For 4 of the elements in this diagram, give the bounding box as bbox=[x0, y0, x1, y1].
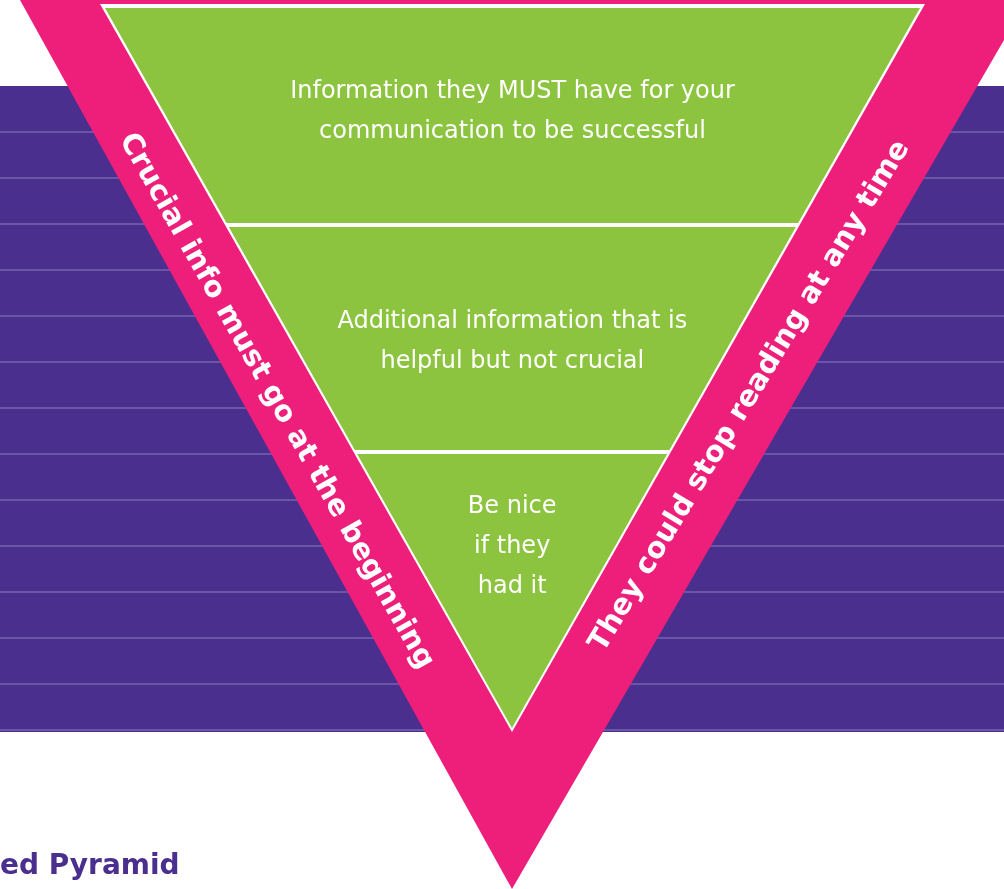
section-text: Information they MUST have for your communication to be successful bbox=[289, 75, 736, 146]
title: ed Pyramid bbox=[0, 848, 180, 881]
section-text: Additional information that is helpful but not crucial bbox=[337, 305, 688, 376]
section-text: Be nice if they had it bbox=[466, 490, 558, 601]
